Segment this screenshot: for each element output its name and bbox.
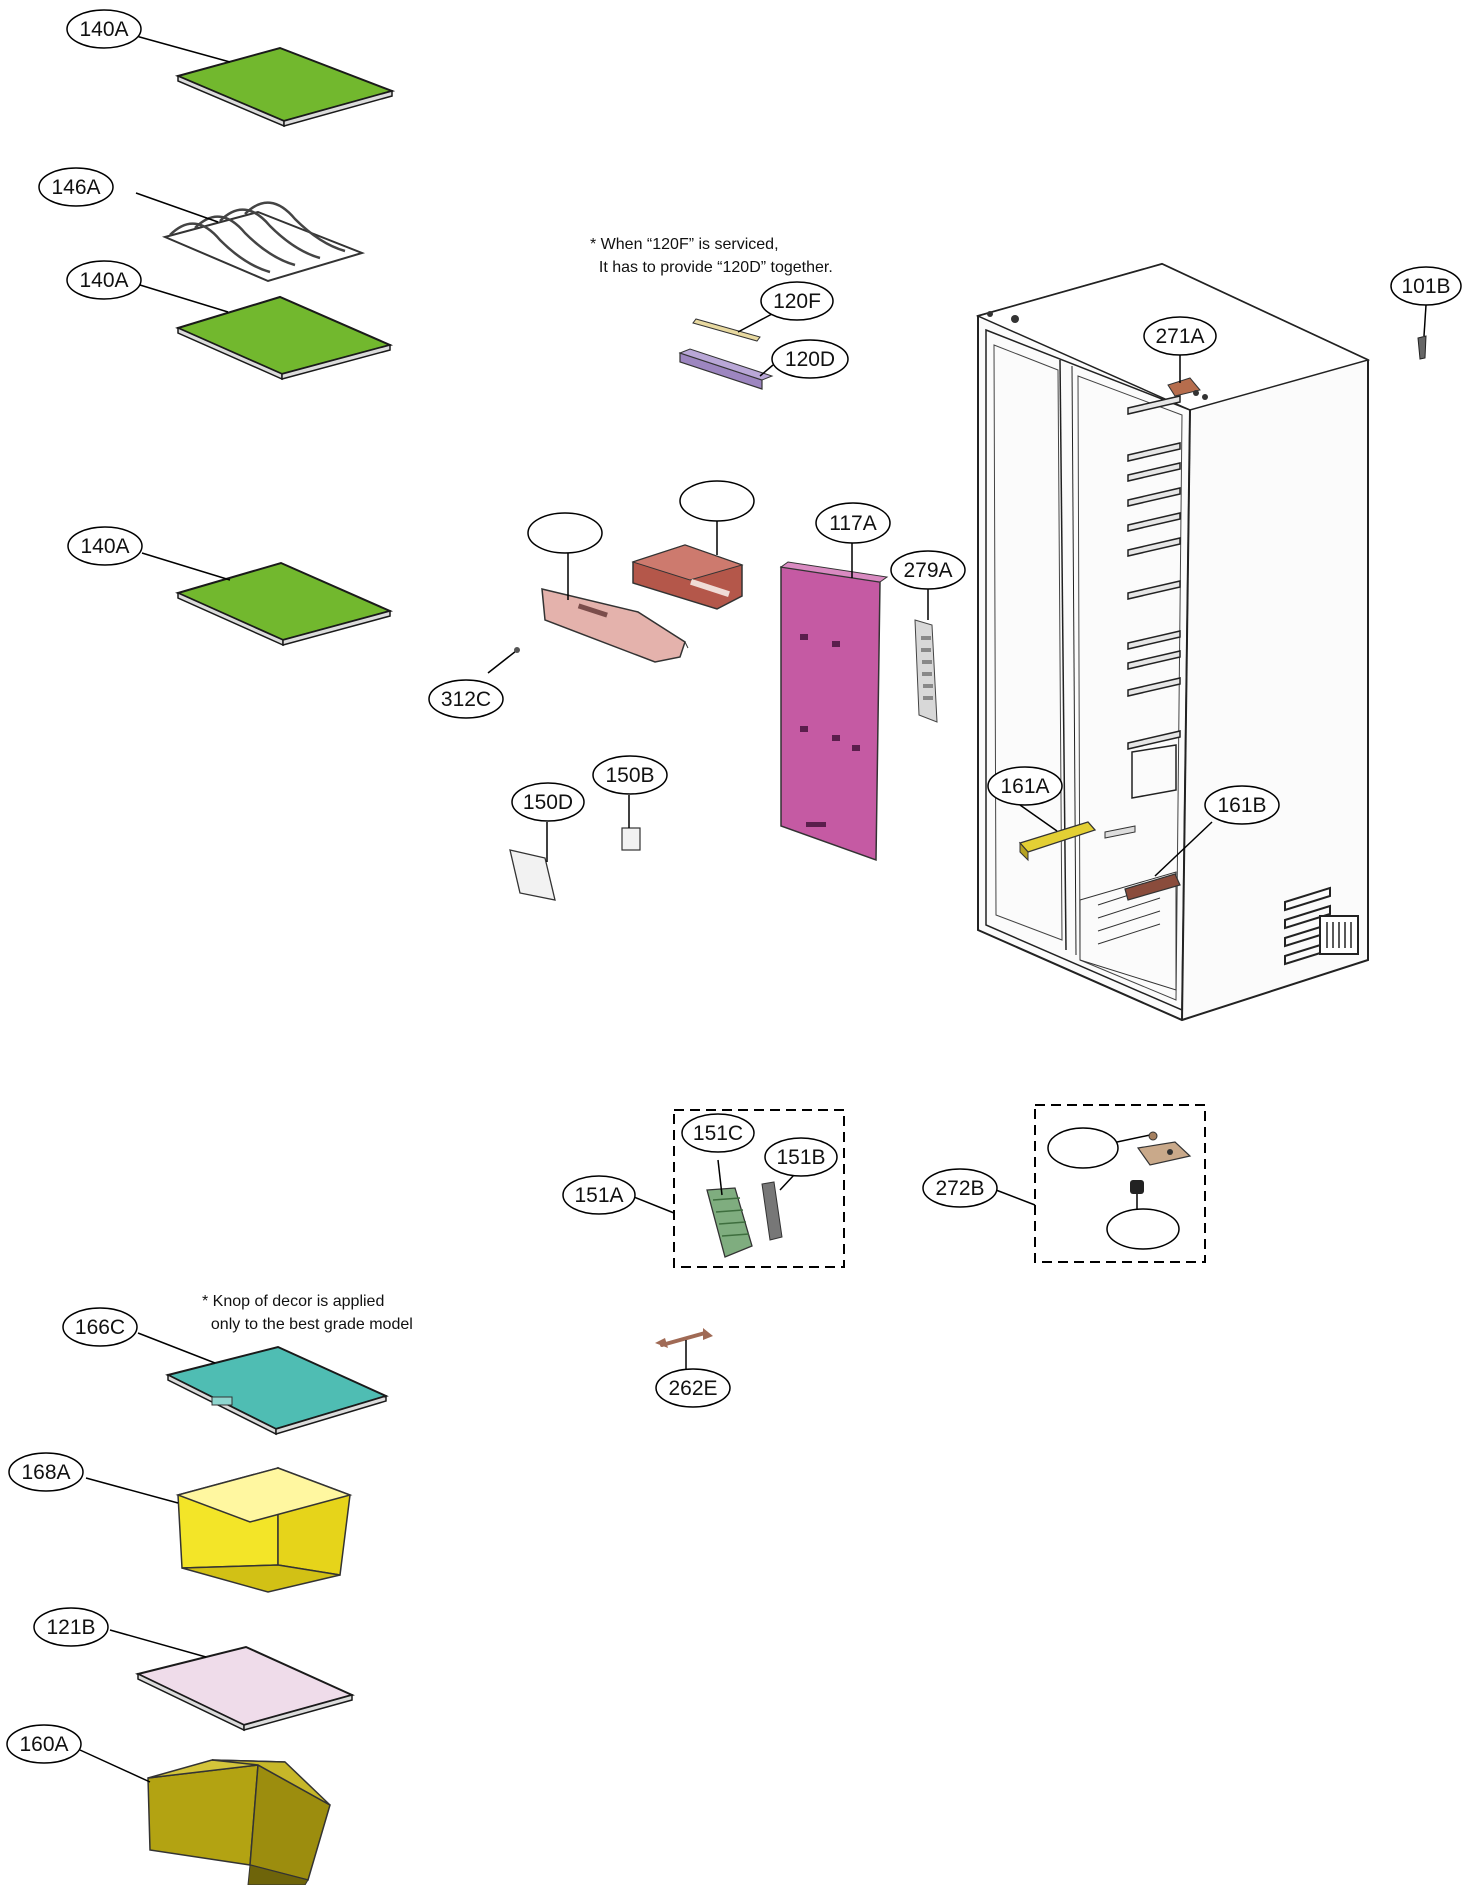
part-label-121B: 121B: [46, 1616, 95, 1639]
part-label-101B: 101B: [1401, 275, 1450, 298]
part-312C-screw: 312C: [428, 647, 520, 719]
tray-panel: [135, 1645, 355, 1727]
part-label-146A: 146A: [51, 176, 100, 199]
part-label-272B: 272B: [935, 1177, 984, 1200]
knop-note-line-1: * Knop of decor is applied: [202, 1293, 384, 1310]
part-146A-wine-rack: 146A: [38, 167, 366, 283]
part-271A-hinge: 271A: [1143, 316, 1217, 400]
part-272B-hinge-assembly: 272B: [922, 1104, 1206, 1263]
part-140A-shelf-2: 140A: [66, 260, 394, 381]
part-label-279A: 279A: [903, 559, 952, 582]
part-label-150B: 150B: [605, 764, 654, 787]
rear-panel: [780, 566, 881, 862]
part-label-312C: 312C: [441, 688, 491, 711]
assembly-boundary: [1034, 1104, 1206, 1263]
part-label-161A: 161A: [1000, 775, 1049, 798]
glass-shelf: [174, 46, 396, 123]
part-168A-crisper-drawer: 168A: [8, 1452, 353, 1593]
part-label-140A: 140A: [80, 535, 129, 558]
part-label-168A: 168A: [21, 1461, 70, 1484]
part-161B-rail: 161B: [1124, 785, 1280, 901]
part-label-160A: 160A: [19, 1733, 68, 1756]
knop-note-line-2: only to the best grade model: [202, 1316, 413, 1333]
part-140A-shelf-1: 140A: [66, 9, 396, 128]
part-label-120D: 120D: [785, 348, 835, 371]
part-label-151C: 151C: [693, 1122, 743, 1145]
part-label-151B: 151B: [776, 1146, 825, 1169]
cabinet-shelf-rails: [1127, 395, 1181, 750]
part-label-140A: 140A: [79, 18, 128, 41]
service-note-line-1: * When “120F” is serviced,: [590, 236, 779, 253]
part-120D-rail: 120D: [678, 339, 849, 390]
part-label-271A: 271A: [1155, 325, 1204, 348]
assembly-boundary: [673, 1109, 845, 1268]
part-279A-cover: 279A: [890, 550, 966, 723]
part-label-151A: 151A: [574, 1184, 623, 1207]
part-166C-cover: 166C: [62, 1307, 389, 1436]
part-120F-strip: 120F: [692, 281, 834, 342]
part-161A-rail: 161A: [987, 766, 1136, 862]
part-150D-sensor: 150D: [509, 782, 585, 901]
part-label-262E: 262E: [668, 1377, 717, 1400]
part-label-117A: 117A: [829, 512, 877, 535]
part-housing-unlabeled: [631, 480, 755, 610]
wire-rack: [161, 210, 366, 283]
part-label-140A: 140A: [79, 269, 128, 292]
knop: [211, 1396, 233, 1406]
part-160A-bin: 160A: [6, 1724, 331, 1885]
part-label-166C: 166C: [75, 1316, 125, 1339]
part-101B-clip: 101B: [1390, 266, 1462, 360]
part-cabinet-body: [975, 262, 1371, 1022]
part-label-161B: 161B: [1217, 794, 1266, 817]
part-140A-shelf-3: 140A: [67, 526, 393, 647]
part-150B-pad: 150B: [592, 755, 668, 851]
filter-mesh: [761, 1181, 783, 1241]
hinge-plate: [1136, 1141, 1192, 1166]
part-117A-panel: 117A: [779, 502, 891, 862]
part-151A-filter-assembly: 151C 151B 151A: [562, 1109, 845, 1268]
crisper-cover: [165, 1345, 389, 1431]
glass-shelf: [175, 295, 394, 376]
part-label-150D: 150D: [523, 791, 573, 814]
service-note-line-2: It has to provide “120D” together.: [590, 259, 833, 276]
part-label-120F: 120F: [773, 290, 821, 313]
part-121B-tray: 121B: [33, 1607, 355, 1732]
part-bracket-unlabeled: [527, 512, 689, 663]
part-262E-wrench: 262E: [655, 1328, 731, 1408]
